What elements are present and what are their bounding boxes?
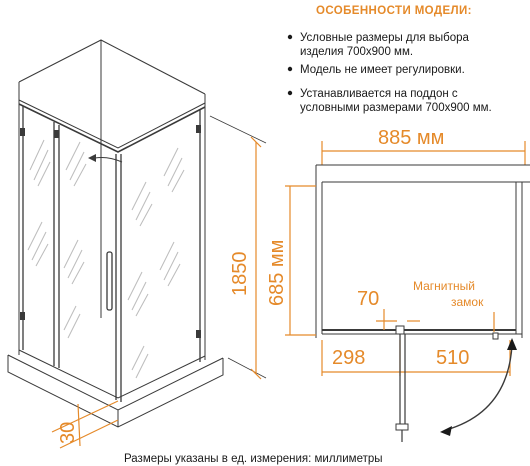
magnet-lock-label-1: Магнитный <box>413 279 475 293</box>
base-dimension: 30 <box>51 400 119 449</box>
features-block: ОСОБЕННОСТИ МОДЕЛИ: Условные размеры для… <box>287 5 492 114</box>
height-label: 1850 <box>229 252 251 297</box>
door-swing-arc <box>445 344 513 431</box>
width-label: 885 мм <box>378 127 444 149</box>
bullet-icon <box>287 34 293 40</box>
arrow-left-icon <box>440 426 452 436</box>
feature-1-line-2: изделия 700х900 мм. <box>300 46 413 58</box>
cabin-3d-view <box>7 39 224 428</box>
door-swing-arc <box>94 157 123 163</box>
depth-label: 685 мм <box>266 240 288 306</box>
features-heading: ОСОБЕННОСТИ МОДЕЛИ: <box>316 5 472 17</box>
height-dimension: 1850 <box>209 115 267 380</box>
right-panel-width-label: 510 <box>436 347 469 369</box>
feature-3-line-2: условными размерами 700х900 мм. <box>300 102 492 114</box>
door-handle-icon <box>395 423 409 431</box>
arrow-icon <box>88 154 96 162</box>
feature-1-line-1: Условные размеры для выбора <box>300 32 470 44</box>
hinge-gap-label: 70 <box>357 288 379 310</box>
left-panel-width-label: 298 <box>332 347 365 369</box>
footnote: Размеры указаны в ед. измерения: миллиме… <box>124 453 383 465</box>
glass-hatching <box>27 139 185 379</box>
magnet-lock-label-2: замок <box>451 295 484 309</box>
bullet-icon <box>287 66 293 72</box>
plan-view: 885 мм 685 мм 70 Магнитный замок 298 <box>266 127 530 442</box>
feature-2-line-1: Модель не имеет регулировки. <box>300 64 465 76</box>
bullet-icon <box>287 90 293 96</box>
feature-3-line-1: Устанавливается на поддон с <box>300 88 458 100</box>
arrow-up-icon <box>507 338 517 350</box>
base-height-label: 30 <box>57 422 79 444</box>
door-handle-icon <box>106 251 113 311</box>
